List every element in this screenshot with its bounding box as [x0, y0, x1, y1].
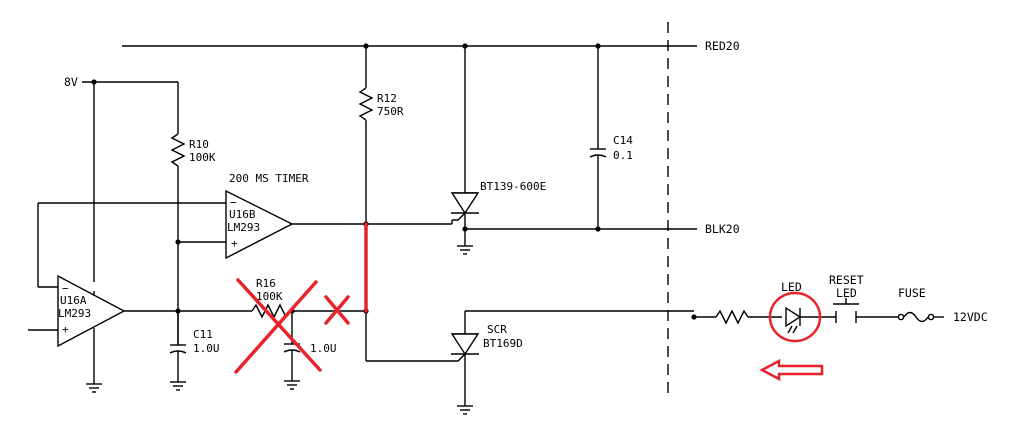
r10-value: 100K	[189, 151, 216, 164]
u16b-ref: U16B	[229, 208, 256, 221]
markup-annotations	[234, 222, 824, 382]
fuse-icon	[903, 311, 929, 323]
comparator-u16a: − U16A LM293 +	[28, 203, 252, 384]
u16a-plus: +	[62, 323, 69, 336]
fuse-label: FUSE	[898, 286, 926, 300]
c11-value: 1.0U	[193, 342, 220, 355]
resistor-r10: R10 100K	[170, 82, 216, 345]
capacitor-removed: 1.0U	[283, 311, 337, 390]
u16a-minus: −	[62, 282, 69, 295]
capacitor-c11: C11 1.0U	[169, 311, 220, 391]
ground-u16a	[86, 383, 102, 393]
comparator-u16b: 200 MS TIMER − U16B LM293 +	[38, 172, 366, 260]
u16b-minus: −	[230, 196, 237, 209]
arrow-left-icon	[759, 358, 824, 382]
supply-8v: 8V	[64, 75, 178, 282]
led-icon	[785, 306, 802, 328]
c14-value: 0.1	[613, 149, 633, 162]
scr-bt169d: SCR BT169D	[450, 310, 694, 415]
r12-ref: R12	[377, 92, 397, 105]
u16b-plus: +	[231, 237, 238, 250]
led-highlight-circle	[768, 291, 822, 343]
triac-part: BT139-600E	[480, 180, 546, 193]
r10-ref: R10	[189, 138, 209, 151]
scr-part: BT169D	[483, 337, 523, 350]
resistor-r16: R16 100K	[251, 277, 336, 319]
led-label: LED	[781, 280, 802, 294]
blk20-label: BLK20	[705, 222, 740, 236]
scr-ref: SCR	[487, 323, 507, 336]
reset-label-2: LED	[836, 286, 857, 300]
reset-label-1: RESET	[829, 273, 864, 287]
u16a-part: LM293	[58, 307, 91, 320]
red20-label: RED20	[705, 39, 740, 53]
supply-label: 8V	[64, 75, 78, 89]
r12-value: 750R	[377, 105, 404, 118]
r16-ref: R16	[256, 277, 276, 290]
u16a-ref: U16A	[60, 294, 87, 307]
c-removed-value: 1.0U	[310, 342, 337, 355]
c14-ref: C14	[613, 134, 633, 147]
resistor-r12: R12 750R	[336, 46, 452, 362]
led-circuit: LED RESET LED FUSE 12VDC	[691, 273, 988, 334]
blk20-rail: BLK20	[462, 222, 740, 236]
red20-rail: RED20	[122, 39, 740, 53]
c11-ref: C11	[193, 328, 213, 341]
input-12v-label: 12VDC	[953, 310, 988, 324]
r16-value: 100K	[256, 290, 283, 303]
capacitor-c14: C14 0.1	[589, 46, 633, 229]
triac-bt139: BT139-600E	[366, 46, 546, 255]
timer-label: 200 MS TIMER	[229, 172, 309, 185]
u16b-part: LM293	[227, 221, 260, 234]
